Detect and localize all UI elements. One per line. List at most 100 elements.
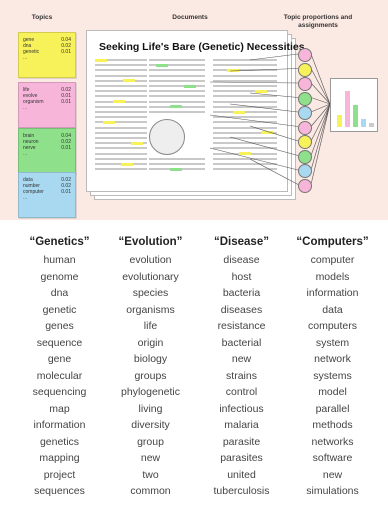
topic-word-cell: network bbox=[314, 353, 351, 365]
topics-label: Topics bbox=[31, 14, 53, 21]
topic-word-probability: 0.02 bbox=[61, 177, 71, 183]
document-text-line bbox=[95, 121, 147, 124]
highlighted-word bbox=[233, 110, 245, 114]
highlighted-word bbox=[123, 79, 135, 83]
highlighted-word bbox=[261, 131, 273, 135]
topic-note-row: evolve 0.01 bbox=[19, 93, 75, 99]
topic-word: dna bbox=[23, 43, 32, 49]
topic-word-cell: information bbox=[33, 419, 86, 431]
highlighted-word bbox=[170, 105, 182, 109]
document-text-line bbox=[95, 79, 147, 82]
document-text-line bbox=[213, 126, 277, 129]
topic-assignment-circle bbox=[298, 164, 312, 178]
topic-word-cell: sequences bbox=[34, 485, 85, 497]
topic-word-cell: sequence bbox=[36, 336, 83, 349]
document-text-line bbox=[149, 100, 205, 103]
document-text-line bbox=[213, 95, 277, 98]
topic-note-row: data 0.02 bbox=[19, 173, 75, 183]
topic-word-cell: origin bbox=[137, 336, 164, 349]
topic-word-cell: genome bbox=[40, 270, 79, 283]
document-text-line bbox=[213, 59, 277, 61]
document-text-line bbox=[95, 126, 147, 129]
topic-word-probability: 0.04 bbox=[61, 37, 71, 43]
document-text-line bbox=[95, 116, 147, 119]
topic-word-cell: genetics bbox=[39, 435, 80, 448]
topic-word-cell: control bbox=[225, 386, 258, 398]
assignment-line bbox=[310, 68, 331, 105]
highlighted-word bbox=[131, 141, 143, 145]
document-text-line bbox=[149, 74, 205, 77]
document-text-line bbox=[149, 79, 205, 82]
document-text-line bbox=[213, 105, 277, 108]
topic-word-cell: group bbox=[137, 435, 164, 448]
topic-column-header: “Genetics” bbox=[29, 236, 90, 248]
assignment-line bbox=[310, 97, 331, 105]
document-text-line bbox=[95, 131, 147, 134]
document-text-line bbox=[95, 69, 147, 72]
highlighted-word bbox=[170, 167, 182, 171]
document-figure-circle bbox=[149, 119, 185, 155]
document-text-line bbox=[213, 90, 277, 93]
topic-word-cell: systems bbox=[313, 369, 352, 382]
highlighted-word bbox=[184, 84, 196, 88]
assignment-line bbox=[249, 53, 299, 61]
topic-word: data bbox=[23, 177, 33, 183]
topic-word: number bbox=[23, 183, 40, 189]
topic-assignment-circle bbox=[298, 77, 312, 91]
highlighted-word bbox=[103, 120, 115, 124]
topic-note-ellipsis: ... bbox=[23, 55, 28, 61]
topic-word-cell: project bbox=[43, 468, 76, 481]
topic-word-cell: infectious bbox=[219, 402, 264, 415]
topic-word-cell: tuberculosis bbox=[213, 485, 270, 497]
topic-word-cell: networks bbox=[311, 435, 354, 448]
topic-word-cell: bacterial bbox=[221, 336, 262, 349]
topic-assignment-circle bbox=[298, 178, 312, 193]
highlighted-word bbox=[239, 152, 251, 156]
document-text-line bbox=[213, 131, 277, 134]
topic-word-cell: mapping bbox=[39, 452, 80, 464]
topic-word-cell: common bbox=[130, 485, 171, 497]
document-text-line bbox=[149, 90, 205, 93]
topic-word-cell: computer bbox=[310, 254, 355, 266]
document-text-line bbox=[213, 157, 277, 160]
topic-word-cell: malaria bbox=[224, 419, 259, 431]
documents-label: Documents bbox=[172, 14, 208, 21]
topic-word-cell: groups bbox=[134, 369, 167, 382]
topic-word-probability: 0.01 bbox=[61, 49, 71, 55]
topic-assignment-circle bbox=[298, 149, 312, 164]
topic-word: evolve bbox=[23, 93, 38, 99]
topic-word-cell: species bbox=[132, 287, 169, 299]
document-text-line bbox=[95, 157, 147, 160]
document-text-line bbox=[213, 64, 277, 67]
assignment-line bbox=[229, 136, 299, 156]
assignment-line bbox=[209, 81, 299, 84]
document-text-line bbox=[213, 100, 277, 103]
document-text-line bbox=[149, 59, 205, 61]
document-text-line bbox=[95, 59, 147, 61]
document-text-line bbox=[95, 168, 147, 171]
document-text-line bbox=[213, 142, 277, 145]
topic-word-probability: 0.02 bbox=[61, 87, 71, 93]
highlighted-word bbox=[255, 89, 267, 93]
topic-word-cell: dna bbox=[50, 287, 69, 299]
topic-word-cell: software bbox=[312, 452, 353, 464]
topic-column-header: “Disease” bbox=[214, 236, 269, 248]
document-text-line bbox=[95, 95, 147, 98]
assignment-line bbox=[310, 82, 331, 105]
assignment-line bbox=[249, 158, 299, 185]
topic-word-cell: living bbox=[138, 402, 163, 415]
document-text-line bbox=[213, 111, 277, 113]
topic-word-probability: 0.01 bbox=[61, 93, 71, 99]
topic-assignment-circle bbox=[298, 106, 312, 120]
topic-word-cell: disease bbox=[223, 254, 260, 266]
topic-word-probability: 0.02 bbox=[61, 183, 71, 189]
assignment-line bbox=[229, 68, 299, 72]
topic-assignment-circle bbox=[298, 120, 312, 135]
